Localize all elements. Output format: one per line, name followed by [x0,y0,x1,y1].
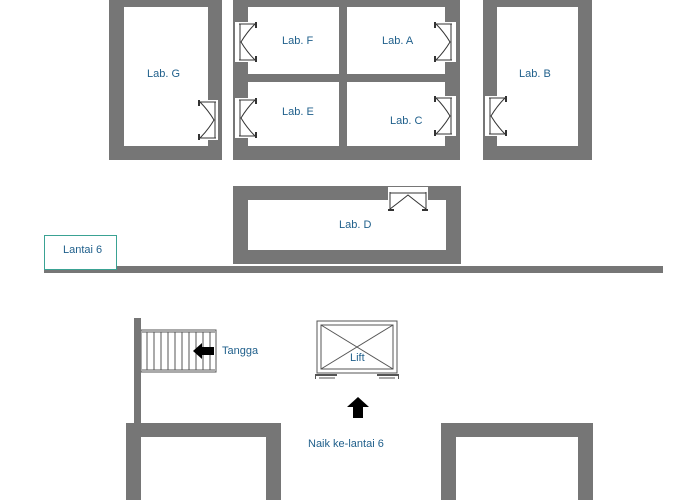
lab-g-label: Lab. G [147,68,181,80]
lab-f-door-icon[interactable] [235,22,265,62]
floor-label-box: Lantai 6 [44,235,117,270]
lab-d-label: Lab. D [339,219,372,231]
lab-e-label: Lab. E [282,106,314,118]
lab-d-room[interactable] [248,200,446,250]
lab-c-room[interactable] [347,82,445,146]
lift-label: Lift [350,352,365,364]
lab-a-door-icon[interactable] [426,22,456,62]
lab-a-room[interactable] [347,7,445,74]
stair-wall [134,318,141,428]
lab-b-label: Lab. B [519,68,551,80]
arrow-up-icon [347,397,369,418]
up-label: Naik ke-lantai 6 [308,438,384,450]
lab-e-room[interactable] [248,82,339,146]
lower-right-room [456,437,578,500]
lab-g-door-icon[interactable] [190,100,220,140]
lab-f-room[interactable] [248,7,339,74]
lab-b-door-icon[interactable] [485,96,515,136]
stairs-label: Tangga [222,345,259,357]
lab-c-label: Lab. C [390,115,423,127]
lab-g-room[interactable] [124,7,208,146]
arrow-left-icon [193,343,214,359]
stairs-icon[interactable] [141,328,217,374]
lab-e-door-icon[interactable] [235,98,265,138]
lab-d-door-icon[interactable] [388,187,428,221]
lab-f-label: Lab. F [282,35,314,47]
corridor-wall [44,266,663,273]
lab-c-door-icon[interactable] [426,96,456,136]
lift-icon[interactable] [315,318,399,382]
lab-b-room[interactable] [497,7,578,146]
lab-a-label: Lab. A [382,35,414,47]
lower-left-room [141,437,266,500]
floor-label: Lantai 6 [63,244,103,256]
